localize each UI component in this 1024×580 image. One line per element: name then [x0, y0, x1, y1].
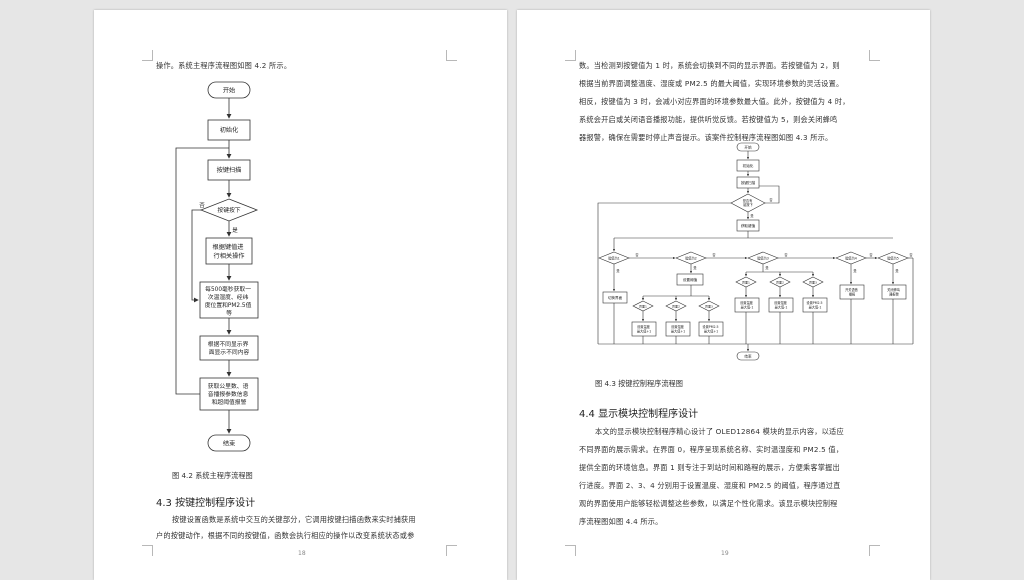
flow-temp-min-box: [734, 297, 760, 313]
flow-screen1-right-label: 界面1: [742, 281, 750, 285]
body-line: 相反，按键值为 3 时，会减小对应界面的环境参数最大值。此外，按键值为 4 时，: [579, 97, 850, 106]
flow-screen3-right-label: 界面3: [809, 281, 817, 285]
flow-alarm-label: 获取公里数、语 音播报参数信息 和超阈值报警: [208, 382, 250, 406]
body-line: 本文的显示模块控制程序精心设计了 OLED12864 模块的显示内容，以适应: [595, 427, 844, 436]
body-line: 不同界面的展示需求。在界面 0，程序呈现系统名称、实时温湿度和 PM2.5 值，: [579, 445, 844, 454]
body-line: 根据当前界面调整温度、湿度或 PM2.5 的最大阈值，实现环境参数的灵活设置。: [579, 79, 844, 88]
flow-temp-max-box: [631, 321, 657, 337]
flow-pressed-label: 是否有 键按下: [743, 198, 754, 207]
flow-switch-ui-label: 切换界面: [608, 295, 623, 300]
flow-v1-label: 键值为1: [608, 256, 620, 261]
margin-corner-mark: [869, 50, 880, 61]
flow-action-label: 根据键值进 行相关操作: [213, 243, 246, 260]
flow-pm-max-box: [698, 321, 724, 337]
intro-line: 操作。系统主程序流程图如图 4.2 所示。: [156, 61, 292, 70]
flow-v4-label: 键值为4: [845, 256, 857, 261]
flow-init-label: 初始化: [743, 163, 754, 168]
flow-set-ui-box: [676, 273, 704, 286]
body-line: 数。当检测到按键值为 1 时，系统会切换到不同的显示界面。若按键值为 2，则: [579, 61, 840, 70]
flow-screen1-left-label: 界面1: [639, 305, 647, 309]
flow-sample-label: 每500毫秒获取一 次温湿度、经纬 度位置和PM2.5值 等: [205, 285, 254, 317]
flow-screen2-right-label: 界面2: [776, 281, 784, 285]
body-line: 观的界面使用户能够轻松调整这些参数，以满足个性化需求。该显示模块控制程: [579, 499, 838, 508]
flow-start-label: 开始: [223, 87, 235, 95]
flow-v2-no: 否: [712, 253, 716, 257]
key-control-flowchart: 开始 初始化 按键扫描 是否有 键按下 获取键值 键值为1 键值为2 键值为3 …: [597, 142, 913, 361]
flow-v1-yes: 是: [616, 268, 620, 273]
flow-temp-min-label: 设置温度 最大值-1: [740, 300, 754, 310]
flow-end-node: [736, 351, 760, 361]
flow-get-value-label: 获取键值: [741, 223, 756, 228]
flow-v2-yes: 是: [693, 265, 697, 270]
body-line: 器报警，确保在需要时停止声音提示。该案件控制程序流程图如图 4.3 所示。: [579, 133, 833, 142]
flow-v5-yes: 是: [895, 268, 899, 273]
flow-display-box: [199, 335, 259, 361]
margin-corner-mark: [142, 50, 153, 61]
figure-caption: 图 4.2 系统主程序流程图: [172, 471, 253, 480]
flow-v5-label: 键值为5: [887, 256, 899, 261]
body-line: 系统会开启或关闭语音播报功能，提供听觉反馈。若按键值为 5，则会关闭蜂鸣: [579, 115, 838, 124]
flow-pm-min-label: 设置PM2.5 最大值-1: [806, 300, 823, 310]
margin-corner-mark: [446, 545, 457, 556]
flow-humi-min-label: 设置湿度 最大值-1: [774, 300, 788, 310]
flow-temp-max-label: 设置温度 最大值+1: [637, 324, 651, 334]
flow-screen2-left-label: 界面2: [672, 305, 680, 309]
margin-corner-mark: [869, 545, 880, 556]
figure-caption: 图 4.3 按键控制程序流程图: [595, 379, 683, 388]
body-line: 户的按键动作，根据不同的按键值，函数会执行相应的操作以改变系统状态或参: [156, 531, 415, 540]
flow-humi-max-box: [665, 321, 691, 337]
body-line: 按键设置函数是系统中交互的关键部分，它调用按键扫描函数来实时捕获用: [172, 515, 416, 524]
flow-v3-label: 键值为3: [757, 256, 769, 261]
flow-voice-label: 开关语音 播报: [845, 287, 859, 297]
flow-v4-yes: 是: [853, 268, 857, 273]
flow-no-label: 否: [199, 202, 205, 209]
margin-corner-mark: [142, 545, 153, 556]
body-line: 提供全面的环境信息。界面 1 则专注于到站时间和路程的展示，方便乘客掌握出: [579, 463, 840, 472]
margin-corner-mark: [565, 545, 576, 556]
flow-pressed-yes: 是: [750, 213, 754, 218]
flow-switch-ui-box: [602, 291, 628, 304]
flow-buzzer-label: 关闭蜂鸣 器报警: [887, 287, 901, 297]
flow-screen3-left-label: 界面3: [705, 305, 713, 309]
flow-display-label: 根据不同显示界 面显示不同内容: [208, 340, 250, 356]
flow-v1-no: 否: [635, 253, 639, 257]
flow-v5-no: 否: [909, 253, 913, 257]
flow-init-label: 初始化: [220, 126, 239, 134]
main-program-flowchart: 开始 初始化 按键扫描 按键按下 根据键值进 行相关操作 每500毫秒获取一 次…: [175, 81, 259, 452]
body-line: 行进度。界面 2、3、4 分别用于设置温度、湿度和 PM2.5 的阈值，程序通过…: [579, 481, 841, 490]
flow-v2-label: 键值为2: [685, 256, 697, 261]
flow-v3-no: 否: [784, 253, 788, 257]
flow-voice-box: [839, 284, 865, 300]
flow-start-label: 开始: [744, 145, 752, 150]
section-heading: 4.4 显示模块控制程序设计: [579, 409, 699, 420]
flow-pm-max-label: 设置PM2.5 最大值+1: [702, 324, 719, 334]
flow-v3-yes: 是: [765, 265, 769, 270]
flow-set-ui-label: 设置阈值: [683, 277, 698, 282]
flow-pressed-no: 否: [769, 198, 773, 202]
page-number: 18: [298, 550, 306, 557]
document-page-left: 操作。系统主程序流程图如图 4.2 所示。: [94, 10, 507, 580]
flow-scan-label: 按键扫描: [217, 166, 242, 174]
flow-v4-no: 否: [869, 253, 873, 257]
margin-corner-mark: [446, 50, 457, 61]
flow-yes-label: 是: [232, 227, 238, 234]
flow-end-label: 结束: [744, 354, 752, 359]
flow-action-box: [205, 237, 253, 265]
flow-humi-min-box: [768, 297, 794, 313]
flow-humi-max-label: 设置湿度 最大值+1: [671, 324, 685, 334]
margin-corner-mark: [565, 50, 576, 61]
document-page-right: 数。当检测到按键值为 1 时，系统会切换到不同的显示界面。若按键值为 2，则 根…: [517, 10, 930, 580]
flow-pm-min-box: [802, 297, 828, 313]
section-heading: 4.3 按键控制程序设计: [156, 498, 256, 509]
page-number: 19: [721, 550, 729, 557]
flow-buzzer-box: [881, 284, 907, 300]
flow-scan-label: 按键扫描: [741, 180, 756, 185]
flow-end-label: 结束: [223, 440, 235, 448]
body-line: 序流程图如图 4.4 所示。: [579, 517, 663, 526]
flow-end-node: [207, 434, 251, 452]
flow-pressed-label: 按键按下: [217, 206, 240, 214]
